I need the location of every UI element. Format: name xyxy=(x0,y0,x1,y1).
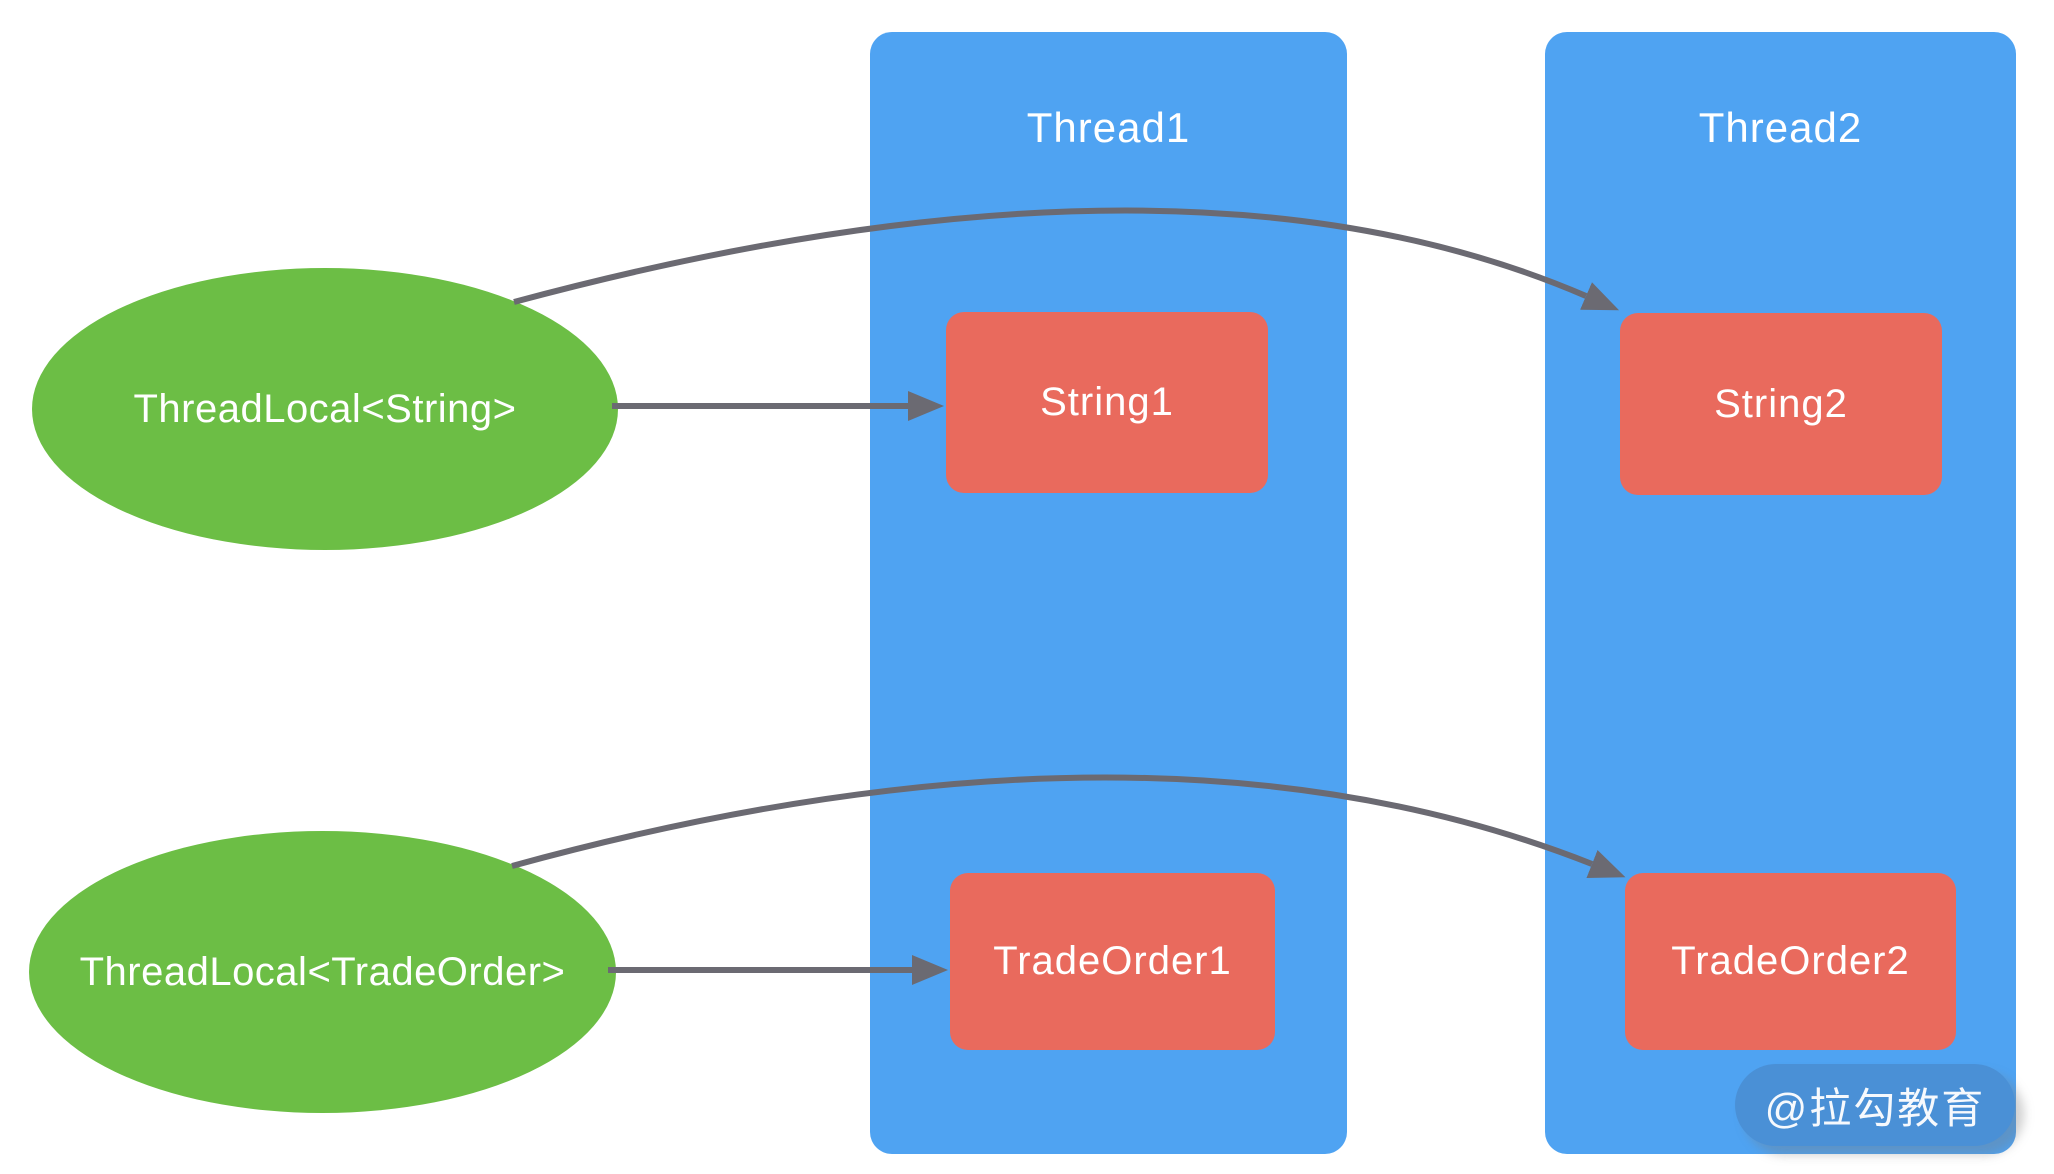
threadlocal-string-label: ThreadLocal<String> xyxy=(133,386,517,431)
tradeorder2-box: TradeOrder2 xyxy=(1625,873,1956,1050)
threadlocal-tradeorder-node: ThreadLocal<TradeOrder> xyxy=(29,831,616,1113)
tradeorder1-label: TradeOrder1 xyxy=(993,939,1232,983)
string1-box: String1 xyxy=(946,312,1268,493)
string2-label: String2 xyxy=(1714,381,1848,426)
threadlocal-string-node: ThreadLocal<String> xyxy=(32,268,618,550)
thread1-title: Thread1 xyxy=(1026,104,1191,151)
string1-label: String1 xyxy=(1040,380,1174,424)
tradeorder2-label: TradeOrder2 xyxy=(1671,939,1910,983)
string2-box: String2 xyxy=(1620,313,1942,495)
threadlocal-tradeorder-label: ThreadLocal<TradeOrder> xyxy=(79,949,566,994)
tradeorder1-box: TradeOrder1 xyxy=(950,873,1275,1050)
thread2-title: Thread2 xyxy=(1698,104,1863,151)
watermark-badge: @拉勾教育 xyxy=(1735,1064,2015,1146)
